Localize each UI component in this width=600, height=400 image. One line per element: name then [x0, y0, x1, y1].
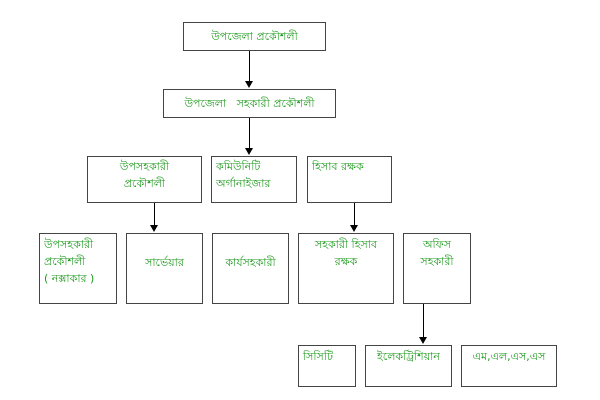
node-sub-assistant-engineer: উপসহকারী প্রকৌশলী	[87, 156, 202, 203]
node-label-line: প্রকৌশলী	[44, 255, 86, 268]
node-office-assistant: অফিস সহকারী	[403, 233, 471, 304]
node-label-line: ( নক্সাকার )	[44, 272, 95, 285]
node-label-line: অর্গানাইজার	[216, 177, 271, 190]
node-label-line: রক্ষক	[334, 255, 358, 268]
node-electrician: ইলেকট্রিশিয়ান	[365, 345, 452, 387]
arrow-head	[350, 225, 358, 232]
node-label-line: কমিউনিটি	[216, 160, 261, 173]
connector-line	[354, 203, 355, 226]
node-cc: সিসিটি	[298, 345, 356, 387]
node-label: ইলেকট্রিশিয়ান	[377, 350, 440, 363]
node-accountant: হিসাব রক্ষক	[307, 156, 392, 203]
node-label-line: সহকারী	[420, 255, 454, 268]
node-community-organizer: কমিউনিটি অর্গানাইজার	[211, 156, 297, 203]
connector-line	[249, 118, 250, 149]
arrow-head	[245, 81, 253, 88]
node-upazila-assistant-engineer: উপজেলা সহকারী প্রকৌশলী	[163, 89, 336, 118]
node-label-line: উপসহকারী	[119, 160, 170, 173]
connector-line	[423, 304, 424, 338]
node-label-line: উপসহকারী	[44, 238, 94, 251]
node-label: উপজেলা প্রকৌশলী	[211, 30, 298, 43]
arrow-head	[245, 148, 253, 155]
node-label: সার্ভেয়ার	[145, 256, 184, 269]
arrow-head	[419, 337, 427, 344]
node-label: সিসিটি	[303, 350, 333, 363]
node-label: কার্যসহকারী	[225, 256, 276, 269]
arrow-head	[150, 225, 158, 232]
node-label-line: প্রকৌশলী	[123, 177, 166, 190]
connector-line	[154, 203, 155, 226]
node-surveyor: সার্ভেয়ার	[126, 233, 203, 304]
node-sub-assistant-engineer-draftsman: উপসহকারী প্রকৌশলী ( নক্সাকার )	[39, 233, 117, 304]
connector-line	[249, 51, 250, 82]
node-label-line: সহকারী হিসাব	[314, 238, 378, 251]
node-label: হিসাব রক্ষক	[312, 160, 364, 173]
node-label: উপজেলা সহকারী প্রকৌশলী	[184, 97, 315, 110]
node-upazila-engineer: উপজেলা প্রকৌশলী	[183, 22, 326, 51]
node-assistant-accountant: সহকারী হিসাব রক্ষক	[298, 233, 394, 304]
node-label: এম,এল,এস,এস	[472, 350, 546, 363]
node-work-assistant: কার্যসহকারী	[212, 233, 289, 304]
node-mlss: এম,এল,এস,এস	[461, 345, 557, 387]
node-label-line: অফিস	[423, 238, 451, 251]
